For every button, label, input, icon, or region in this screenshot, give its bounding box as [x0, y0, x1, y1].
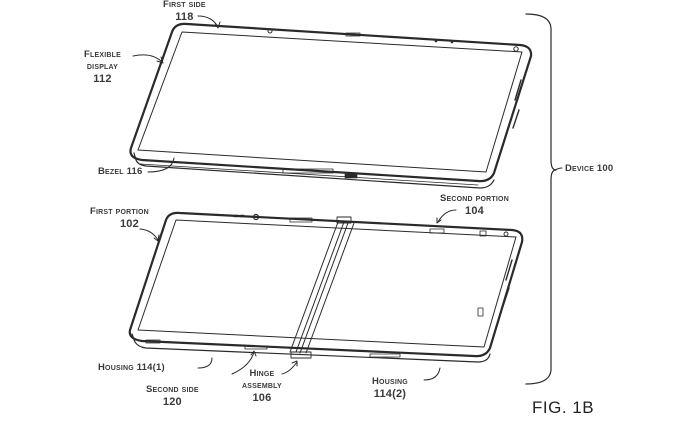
label-housing-2: Housing 114(2) — [372, 376, 408, 400]
figure-title: FIG. 1B — [532, 398, 595, 417]
label-first-side: First side 118 — [163, 0, 206, 23]
device-bottom-view — [128, 211, 524, 363]
label-first-portion: First portion 102 — [90, 206, 149, 230]
label-second-portion: Second portion 104 — [440, 193, 509, 217]
label-second-side: Second side 120 — [146, 384, 199, 408]
label-housing-1: Housing 114(1) — [98, 362, 165, 373]
label-hinge-assembly: Hinge assembly 106 — [242, 368, 282, 404]
label-bezel: Bezel 116 — [98, 166, 143, 177]
leader-lines — [132, 15, 563, 381]
device-top-view — [129, 22, 533, 189]
label-device: Device 100 — [565, 163, 614, 174]
label-flexible-display: Flexible display 112 — [84, 49, 121, 85]
device-bracket — [525, 13, 557, 385]
